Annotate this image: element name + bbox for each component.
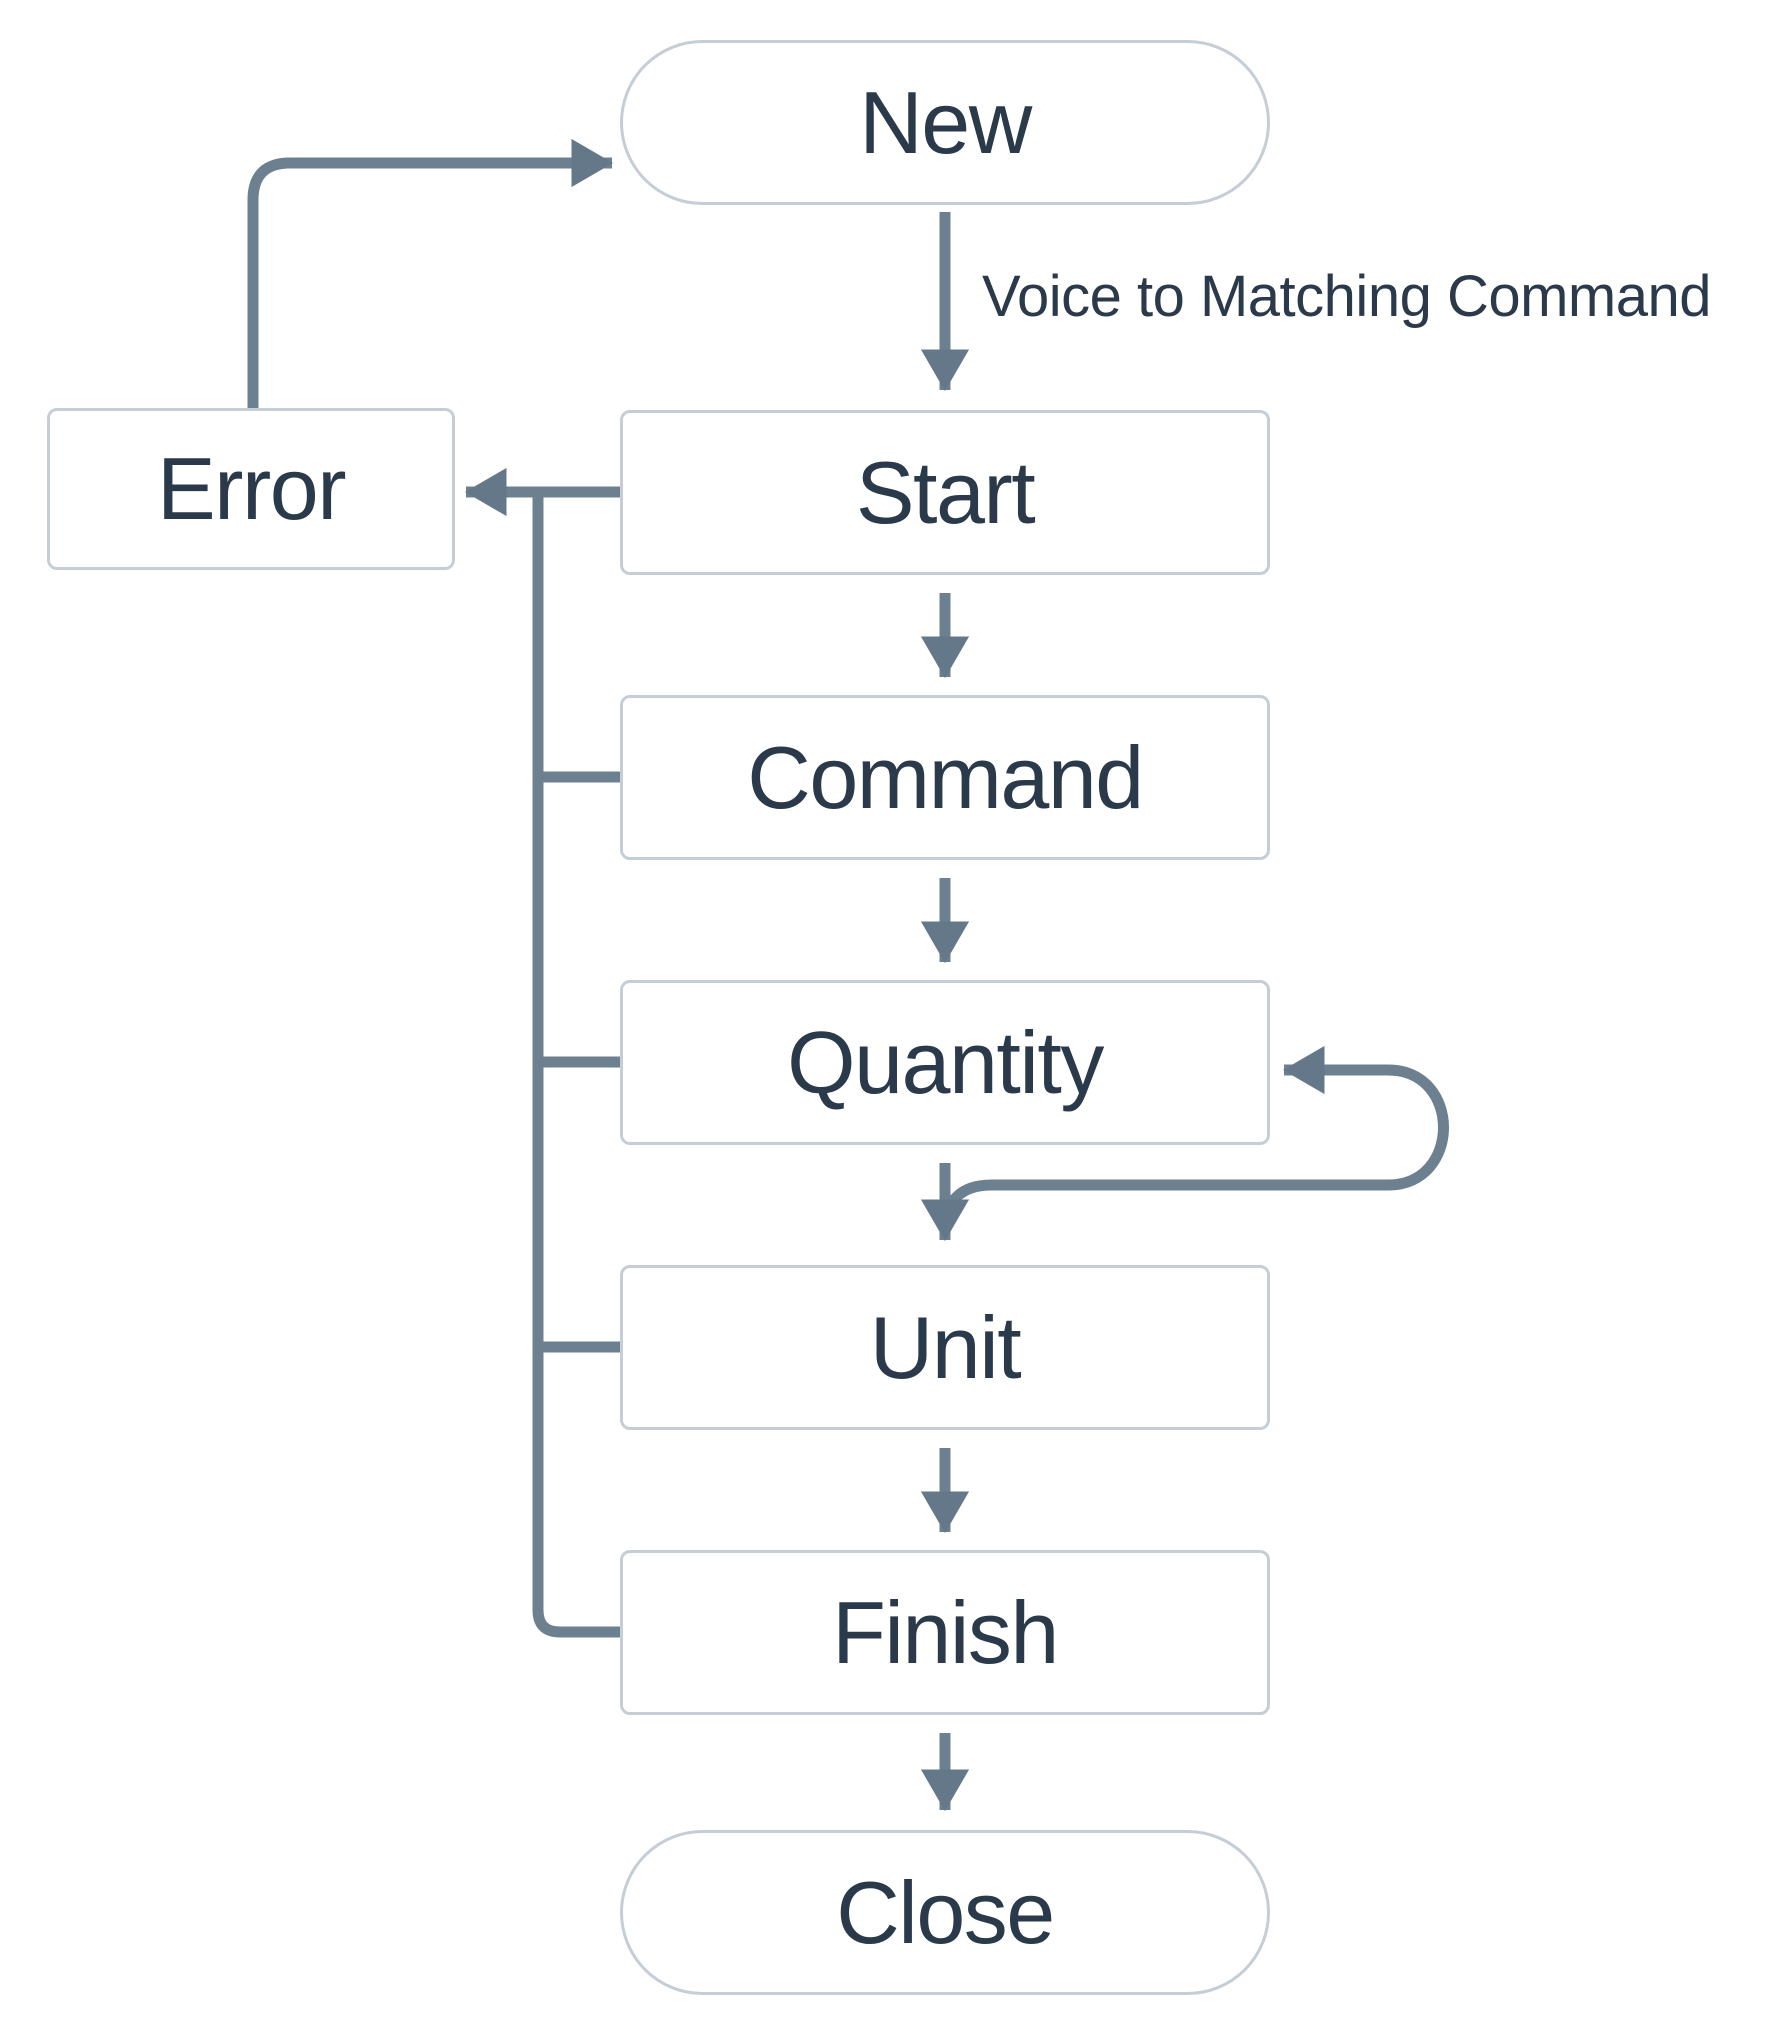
node-close-label: Close [836, 1862, 1055, 1962]
node-error: Error [47, 408, 455, 570]
node-command-label: Command [747, 727, 1144, 827]
node-finish-label: Finish [832, 1582, 1059, 1682]
edge-error-to-new [247, 138, 614, 410]
node-close: Close [620, 1830, 1270, 1995]
edge-error-trunk [532, 492, 622, 1638]
node-finish: Finish [620, 1550, 1270, 1715]
node-quantity: Quantity [620, 980, 1270, 1145]
edge-label-voice-to-matching-command: Voice to Matching Command [982, 264, 1711, 329]
node-start-label: Start [855, 442, 1036, 542]
node-new-label: New [859, 72, 1032, 172]
node-start: Start [620, 410, 1270, 575]
node-unit-label: Unit [869, 1297, 1022, 1397]
node-error-label: Error [156, 439, 347, 538]
node-quantity-label: Quantity [787, 1012, 1104, 1112]
node-new: New [620, 40, 1270, 205]
node-command: Command [620, 695, 1270, 860]
node-unit: Unit [620, 1265, 1270, 1430]
